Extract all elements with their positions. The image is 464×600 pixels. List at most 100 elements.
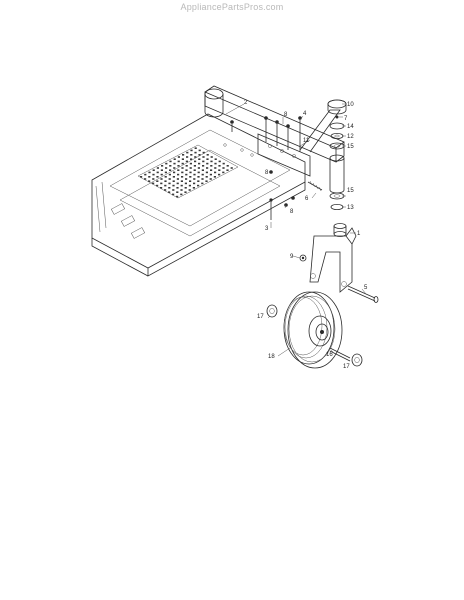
grid-hole xyxy=(140,176,143,178)
grid-hole xyxy=(218,165,221,167)
grid-hole xyxy=(185,169,188,171)
grid-hole xyxy=(156,180,159,182)
grid-hole xyxy=(218,160,221,163)
grid-hole xyxy=(181,162,184,165)
grid-hole xyxy=(198,149,201,152)
grid-hole xyxy=(188,189,191,191)
mower-frame xyxy=(91,113,306,277)
grid-hole xyxy=(202,156,205,158)
grid-hole xyxy=(152,173,155,176)
grid-hole xyxy=(194,151,197,154)
grid-hole xyxy=(222,167,225,169)
grid-hole xyxy=(184,191,187,193)
grid-hole xyxy=(189,162,192,165)
callout-8-top: 8 xyxy=(284,112,288,118)
grid-hole xyxy=(197,176,200,178)
grid-hole xyxy=(210,165,213,167)
callout-2: 2 xyxy=(244,100,248,106)
grid-hole xyxy=(182,154,185,156)
grid-hole xyxy=(194,156,197,158)
grid-hole xyxy=(176,187,179,189)
grid-hole xyxy=(201,169,204,171)
grid-hole xyxy=(156,171,159,174)
grid-hole xyxy=(210,160,213,163)
grid-hole xyxy=(144,178,147,180)
grid-hole xyxy=(181,171,184,174)
grid-hole xyxy=(181,158,184,160)
watermark: AppliancePartsPros.com xyxy=(180,2,284,12)
grid-hole xyxy=(168,173,171,176)
grid-hole xyxy=(198,158,201,160)
grid-hole xyxy=(173,162,176,165)
grid-hole xyxy=(156,167,159,169)
grid-hole xyxy=(206,154,209,156)
grid-hole xyxy=(230,167,233,169)
grid-hole xyxy=(192,187,195,189)
callout-7: 7 xyxy=(344,116,348,122)
grid-hole xyxy=(193,169,196,171)
grid-hole xyxy=(164,171,167,174)
grid-hole xyxy=(197,184,200,187)
grid-hole xyxy=(164,184,167,187)
callout-17-right: 17 xyxy=(343,364,350,370)
grid-hole xyxy=(193,173,196,176)
grid-hole xyxy=(206,167,209,169)
grid-hole xyxy=(185,178,188,180)
grid-hole xyxy=(201,173,204,176)
grid-hole xyxy=(173,171,176,174)
grid-hole xyxy=(202,165,205,167)
callout-labels: 2 1 3 4 5 6 7 8 8 8 9 10 11 12 13 14 15 … xyxy=(244,100,368,370)
callout-15-top: 15 xyxy=(347,144,354,150)
grid-hole xyxy=(172,184,175,187)
grid-hole xyxy=(201,182,204,185)
grid-hole xyxy=(214,158,217,160)
grid-outline xyxy=(137,144,239,199)
callout-3: 3 xyxy=(265,226,269,232)
bolts-8 xyxy=(264,116,302,152)
grid-hole xyxy=(226,165,229,167)
grid-hole xyxy=(168,187,171,189)
front-axle-tube xyxy=(204,85,345,163)
grid-hole xyxy=(194,147,197,149)
grid-hole xyxy=(202,160,205,163)
grid-hole xyxy=(181,167,184,169)
grid-hole xyxy=(160,178,163,180)
grid-hole xyxy=(168,182,171,185)
grid-hole xyxy=(193,178,196,180)
grid-plate xyxy=(137,144,239,199)
grid-hole xyxy=(193,182,196,185)
grid-hole xyxy=(172,193,175,196)
grid-hole xyxy=(160,169,163,171)
grid-hole xyxy=(184,182,187,185)
grid-hole xyxy=(198,162,201,165)
callout-11: 11 xyxy=(303,138,310,144)
callout-8-low: 8 xyxy=(290,209,294,215)
callout-12: 12 xyxy=(347,134,354,140)
grid-hole xyxy=(164,176,167,178)
grid-hole xyxy=(148,171,151,174)
grid-hole xyxy=(148,176,151,178)
callout-15-low: 15 xyxy=(347,188,354,194)
grid-hole xyxy=(172,176,175,178)
grid-hole xyxy=(156,176,159,178)
grid-hole xyxy=(184,187,187,189)
grid-hole xyxy=(190,149,193,152)
grid-hole xyxy=(222,171,225,174)
bearings-17 xyxy=(266,304,363,367)
grid-hole xyxy=(168,178,171,180)
nut-9 xyxy=(299,254,307,262)
grid-hole xyxy=(185,173,188,176)
mount-plate xyxy=(257,133,311,177)
grid-hole xyxy=(152,169,155,171)
spring-6 xyxy=(307,180,323,192)
grid-hole xyxy=(169,165,172,167)
grid-hole xyxy=(185,165,188,167)
grid-hole xyxy=(189,176,192,178)
grid-hole xyxy=(189,180,192,182)
grid-hole xyxy=(218,173,221,176)
grid-hole xyxy=(226,169,229,171)
grid-hole xyxy=(206,158,209,160)
grid-hole xyxy=(188,184,191,187)
grid-hole xyxy=(206,162,209,165)
grid-hole xyxy=(164,180,167,182)
